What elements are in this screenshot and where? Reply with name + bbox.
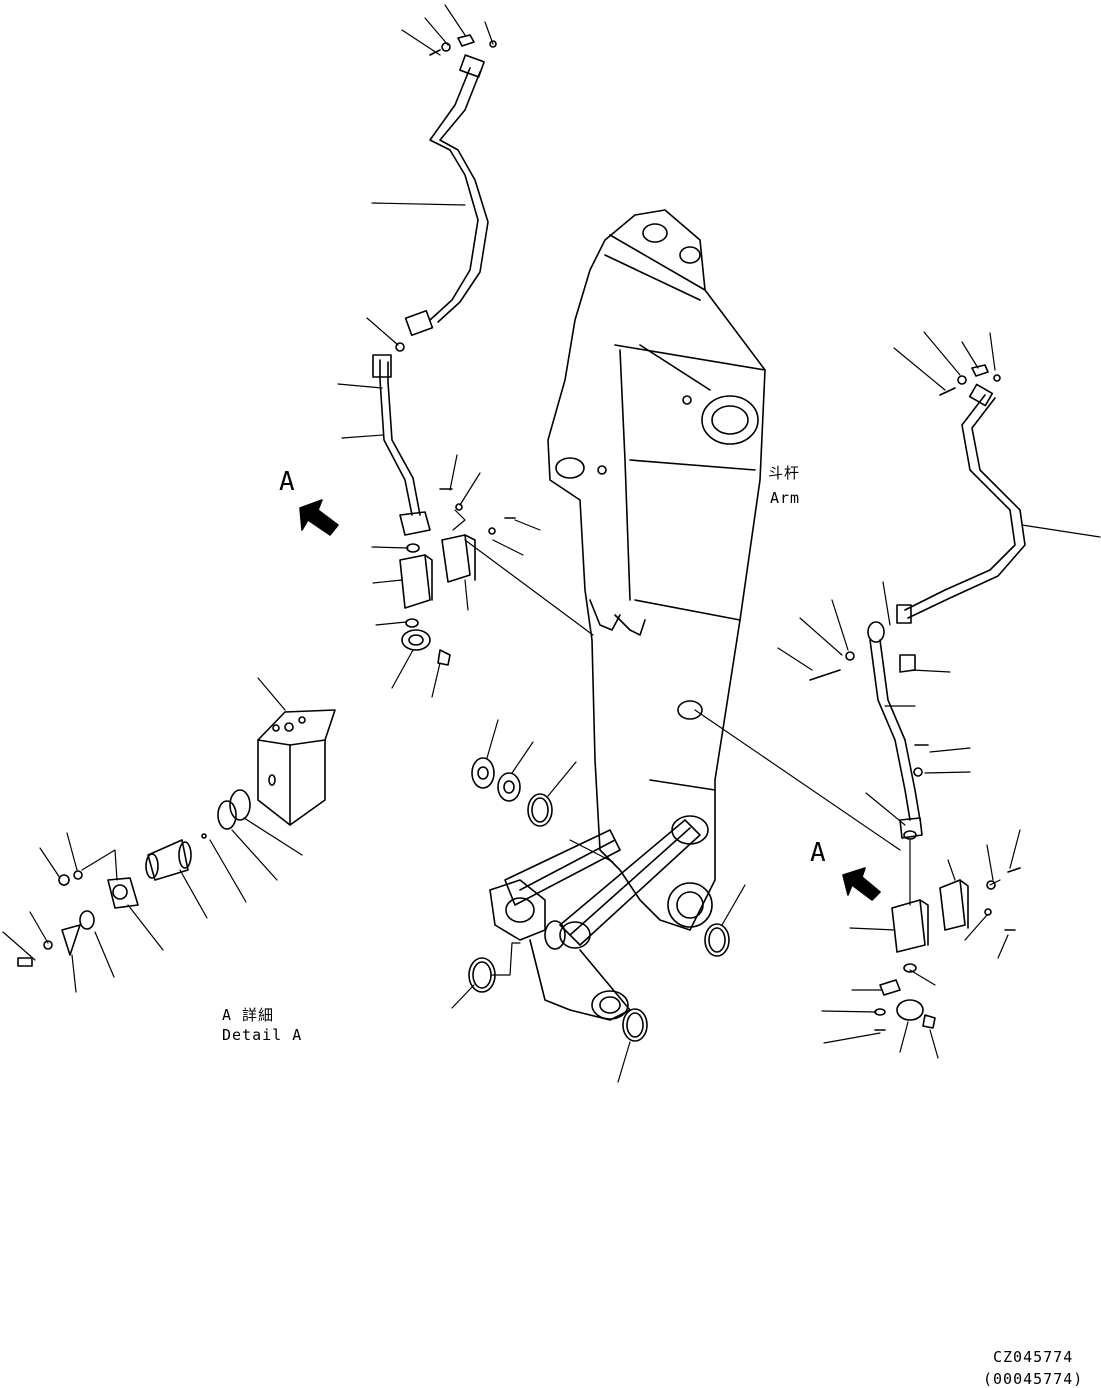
detail-label-cn: A 詳細	[222, 1006, 275, 1024]
detail-label-en: Detail A	[222, 1026, 303, 1044]
view-arrow-left	[299, 499, 339, 536]
view-arrow-right	[842, 867, 881, 901]
arm-label-cn: 斗杆	[768, 464, 801, 482]
drawing-code: CZ045774	[993, 1348, 1074, 1366]
detail-a-assembly	[17, 709, 336, 967]
left-hose-assembly	[372, 34, 516, 666]
arm-label-en: Arm	[770, 489, 801, 507]
drawing-code-paren: (00045774)	[983, 1370, 1084, 1388]
view-label-a-right: A	[810, 838, 826, 868]
right-hose-assembly	[809, 364, 1026, 1031]
leader-lines	[2, 4, 1101, 1083]
pin-rings	[468, 757, 730, 1042]
bucket-link	[489, 819, 701, 1021]
view-label-a-left: A	[279, 467, 295, 497]
arm-body	[547, 209, 766, 931]
